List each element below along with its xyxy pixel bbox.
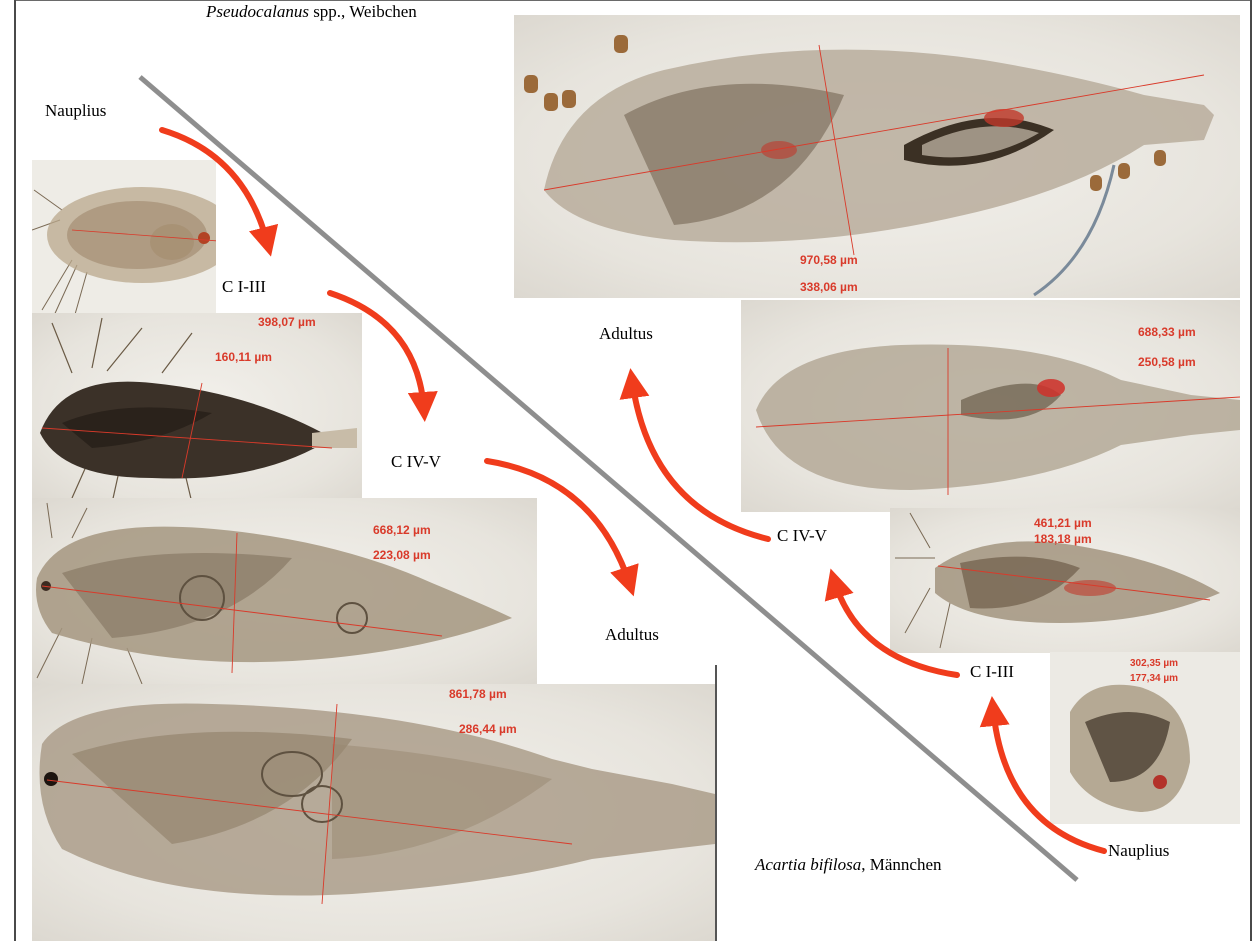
label-acartia-adult: Adultus [599,324,653,344]
diagonal-divider [140,77,1077,880]
arrow-pseudo-nauplius-to-c1-3 [162,130,268,245]
caption-rest: , Männchen [861,855,941,874]
species-name: Acartia bifilosa [755,855,861,874]
species-name: Pseudocalanus [206,2,309,21]
title-pseudocalanus: Pseudocalanus spp., Weibchen [206,2,417,22]
label-pseudo-c4-5: C IV-V [391,452,441,472]
label-pseudo-adult: Adultus [605,625,659,645]
caption-rest: spp., Weibchen [309,2,417,21]
label-acartia-c1-3: C I-III [970,662,1014,682]
arrow-acartia-nauplius-to-c1-3 [993,708,1104,851]
label-acartia-c4-5: C IV-V [777,526,827,546]
label-pseudo-c1-3: C I-III [222,277,266,297]
label-acartia-nauplius: Nauplius [1108,841,1169,861]
title-acartia: Acartia bifilosa, Männchen [755,855,942,875]
label-pseudo-nauplius: Nauplius [45,101,106,121]
arrow-acartia-c1-3-to-c4-5 [834,580,957,675]
